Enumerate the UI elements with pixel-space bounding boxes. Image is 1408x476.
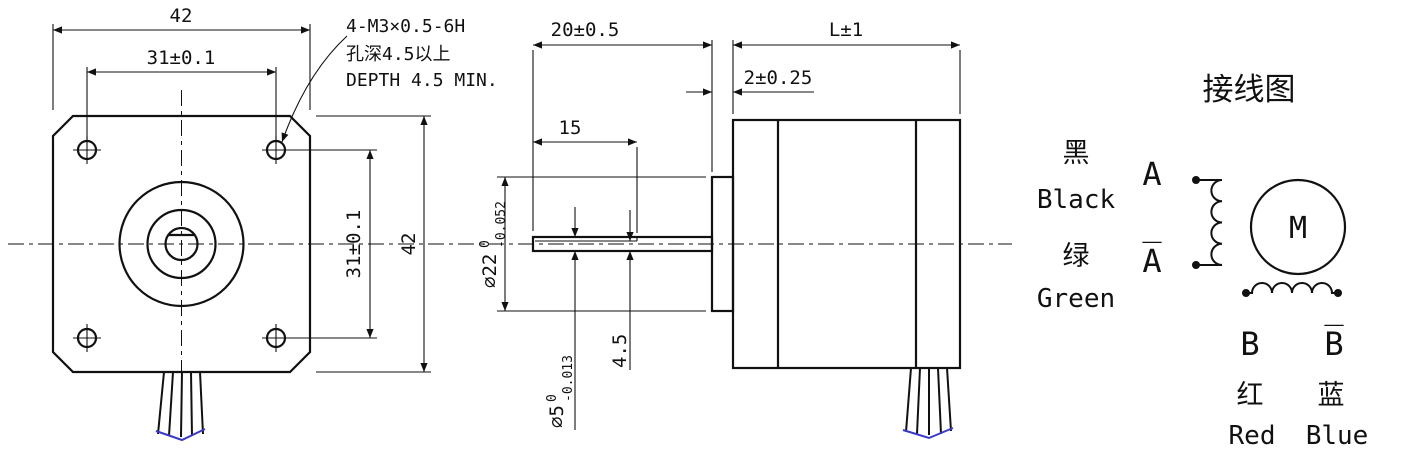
note-leader-line — [281, 35, 348, 143]
lead-a-bar-en-label: Green — [1037, 284, 1115, 314]
dim-shaft-dia-text: ⌀5 — [546, 405, 568, 428]
dim-hole-pitch-horizontal: 31±0.1 — [86, 47, 277, 142]
motor-symbol: M — [1249, 178, 1347, 276]
note-line-1: 4-M3×0.5-6H — [346, 16, 465, 37]
phase-b-coil — [1242, 282, 1342, 297]
dim-pilot-dia-text: ⌀22 — [479, 254, 501, 288]
dim-body-length-text: L±1 — [829, 19, 863, 41]
dim-shaft-dia-tol-lower: -0.013 — [561, 355, 576, 402]
motor-label: M — [1289, 211, 1307, 246]
dim-flat-height: 4.5 — [609, 210, 634, 370]
endcap-seam-lines — [776, 120, 918, 368]
lead-a-bar-cn-label: 绿 — [1063, 241, 1090, 272]
dim-hole-pitch-vertical: 31±0.1 — [284, 149, 377, 339]
side-lead-wires — [902, 367, 954, 440]
shaft-flat-edge — [535, 237, 638, 242]
coil-b-winding — [1246, 282, 1338, 294]
dim-front-width-text: 42 — [170, 5, 193, 27]
lead-wires — [905, 367, 952, 435]
dim-front-width: 42 — [52, 5, 311, 110]
pilot-boss-circle — [118, 180, 245, 308]
dim-flat-height-text: 4.5 — [609, 334, 631, 368]
lead-a-en-label: Black — [1037, 185, 1116, 215]
front-view: 42 31±0.1 31±0.1 42 4-M3×0.5-6H — [51, 5, 498, 442]
lead-wires — [157, 371, 204, 438]
lead-b-bar-cn-label: 蓝 — [1318, 380, 1345, 411]
lead-a-cn-label: 黑 — [1063, 138, 1090, 169]
front-lead-wires — [155, 371, 206, 442]
phase-a-bar-label: A̅ — [1142, 241, 1162, 280]
hole-centerline-crosses — [73, 136, 290, 352]
wiring-diagram-title: 接线图 — [1203, 72, 1296, 108]
dim-flat-length: 15 — [533, 117, 638, 233]
dim-body-length: L±1 — [732, 19, 961, 114]
dim-front-height: 42 — [316, 115, 431, 373]
motor-circle — [1249, 178, 1347, 276]
dim-flat-length-text: 15 — [559, 117, 582, 139]
dim-shaft-length-text: 20±0.5 — [551, 19, 620, 41]
lead-b-bar-en-label: Blue — [1306, 421, 1369, 451]
dim-shaft-diameter: ⌀5 0 -0.013 — [545, 207, 579, 430]
dim-pilot-dia-tol-lower: -0.052 — [494, 201, 509, 248]
note-line-3: DEPTH 4.5 MIN. — [346, 70, 498, 91]
lead-b-en-label: Red — [1229, 421, 1276, 451]
wire-tips-blue — [155, 428, 206, 442]
dim-shaft-dia-tol-upper: 0 — [545, 394, 560, 402]
dim-hole-pitch-v-text: 31±0.1 — [343, 210, 365, 279]
phase-b-label: B — [1240, 325, 1259, 363]
motor-flange-outline — [51, 114, 312, 374]
dim-hole-pitch-h-text: 31±0.1 — [147, 47, 216, 69]
dim-pilot-diameter: ⌀22 0 -0.052 — [478, 176, 706, 312]
shaft-side — [531, 235, 714, 253]
shaft-circle — [164, 226, 199, 262]
wiring-diagram: 接线图 黑 Black A 绿 Green A̅ M B B̅ 红 蓝 Red … — [1037, 72, 1368, 451]
phase-a-label: A — [1142, 155, 1161, 193]
side-view: 20±0.5 L±1 2±0.25 15 ⌀22 0 -0.0 — [478, 19, 962, 440]
dim-pilot-dia-tol-upper: 0 — [478, 240, 493, 248]
dim-pilot-height: 2±0.25 — [686, 67, 814, 96]
tapped-hole-note: 4-M3×0.5-6H 孔深4.5以上 DEPTH 4.5 MIN. — [281, 16, 498, 143]
dim-pilot-height-text: 2±0.25 — [744, 67, 813, 89]
wire-tips-blue — [902, 427, 954, 440]
phase-a-coil — [1192, 176, 1223, 269]
note-line-2: 孔深4.5以上 — [346, 44, 451, 65]
hub-circle — [146, 208, 217, 280]
coil-a-winding — [1196, 179, 1223, 266]
phase-b-bar-label: B̅ — [1324, 324, 1344, 363]
dim-front-height-text: 42 — [398, 233, 420, 256]
lead-b-cn-label: 红 — [1237, 380, 1264, 411]
pilot-and-shaft-circles — [118, 180, 245, 308]
